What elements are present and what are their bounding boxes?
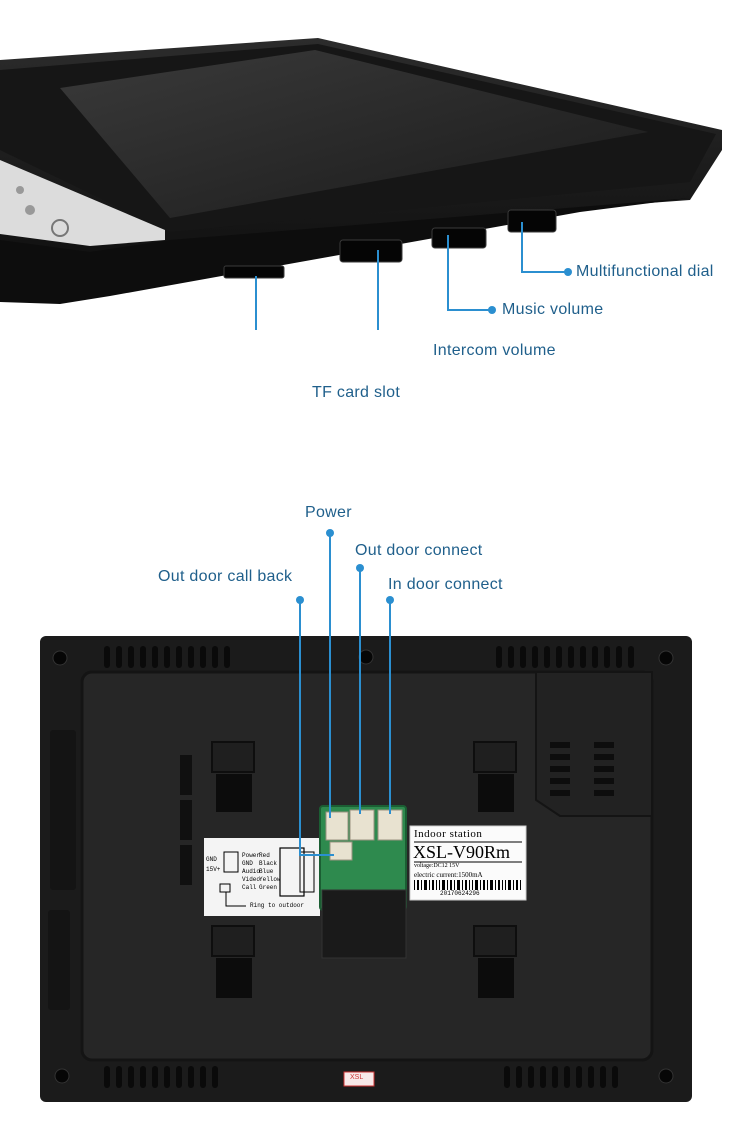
touch-key-panel [0,160,165,246]
wire-power: Power [242,852,261,859]
out-door-call-back-connector [329,841,353,861]
side-view-illustration [0,38,722,330]
multifunctional-dial [507,209,557,233]
callout-tf-card-slot: TF card slot [312,384,401,401]
monitor-screen [60,50,648,218]
wiring-wire-list: Power GND Audio Video Call [242,852,260,892]
bottom-vents-left [104,1066,218,1088]
ring-to-outdoor-text: Ring to outdoor [250,902,305,909]
callout-out-door-call-back: Out door call back [158,568,293,585]
product-label-title: Indoor station [414,828,483,840]
callout-music-volume: Music volume [502,301,604,318]
wire-video: Video [242,876,261,883]
music-volume-wheel [431,227,487,249]
color-blue: Blue [259,868,274,875]
top-vents-left [104,646,230,668]
wire-gnd: GND [242,860,253,867]
product-label-current: electric current:1500mA [414,871,483,879]
wire-call: Call [242,884,257,891]
wiring-left-term-gnd: GND [206,856,217,863]
callout-out-door-connect: Out door connect [355,542,483,559]
callout-in-door-connect: In door connect [388,576,503,593]
intercom-volume-wheel [339,239,403,263]
callout-intercom-volume: Intercom volume [433,342,556,359]
color-green: Green [259,884,278,891]
color-yellow: Yellow [259,876,281,883]
color-red: Red [259,852,270,859]
bottom-sticker-text: XSL [350,1074,364,1081]
product-label [409,825,527,901]
product-label-voltage: voltage:DC12 15V [414,863,460,869]
bottom-sticker [343,1071,375,1087]
color-black: Black [259,860,278,867]
power-connector [325,811,349,841]
wiring-color-list: Red Black Blue Yellow Green [259,852,281,892]
wiring-left-term-15v: 15V+ [206,866,221,873]
in-door-connect-connector [377,809,403,841]
callout-multifunctional-dial: Multifunctional dial [576,263,714,280]
top-vents-right [496,646,634,668]
bottom-vents-right [504,1066,618,1088]
out-door-connect-connector [349,809,375,841]
product-label-model: XSL-V90Rm [413,842,511,862]
wire-audio: Audio [242,868,261,875]
callout-power: Power [305,504,352,521]
tf-card-slot [223,265,285,279]
product-label-serial: 20170624296 [440,890,480,897]
